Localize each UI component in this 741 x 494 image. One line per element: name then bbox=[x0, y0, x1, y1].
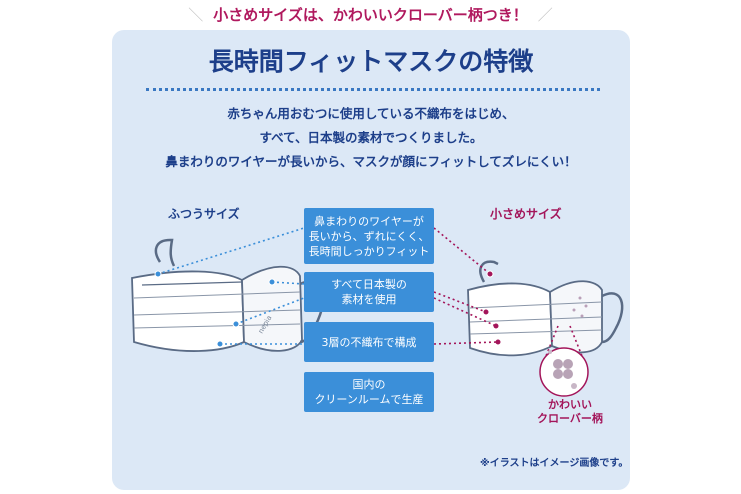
feature-box-three-layers: 3層の不織布で構成 bbox=[304, 322, 434, 362]
clover-pattern-icon bbox=[539, 347, 589, 397]
intro-text: 赤ちゃん用おむつに使用している不織布をはじめ、 すべて、日本製の素材でつくりまし… bbox=[112, 102, 630, 174]
panel-title: 長時間フィットマスクの特徴 bbox=[208, 47, 534, 76]
intro-line: すべて、日本製の素材でつくりました。 bbox=[259, 130, 483, 145]
top-banner: ＼ 小さめサイズは、かわいいクローバー柄つき！ ／ bbox=[0, 0, 741, 30]
small-mask-icon bbox=[467, 260, 624, 357]
banner-text: 小さめサイズは、かわいいクローバー柄つき！ bbox=[213, 6, 528, 24]
intro-line: 赤ちゃん用おむつに使用している不織布をはじめ、 bbox=[227, 106, 515, 121]
features-panel: 長時間フィットマスクの特徴 赤ちゃん用おむつに使用している不織布をはじめ、 すべ… bbox=[112, 30, 630, 490]
feature-box-cleanroom: 国内の クリーンルームで生産 bbox=[304, 372, 434, 412]
label-small-size: 小さめサイズ bbox=[490, 207, 562, 221]
feature-box-japan-made: すべて日本製の 素材を使用 bbox=[304, 272, 434, 312]
regular-mask-icon: nepia bbox=[131, 238, 325, 352]
label-regular-size: ふつうサイズ bbox=[168, 207, 240, 221]
clover-label: かわいい クローバー柄 bbox=[537, 398, 603, 425]
feature-box-nose-wire: 鼻まわりのワイヤーが 長いから、ずれにくく、 長時間しっかりフィット bbox=[304, 208, 434, 264]
illustration-note: ※イラストはイメージ画像です。 bbox=[480, 458, 629, 469]
small-connectors bbox=[433, 227, 583, 357]
intro-line: 鼻まわりのワイヤーが長いから、マスクが顔にフィットしてズレにくい！ bbox=[165, 154, 577, 169]
banner-right-mark: ／ bbox=[537, 6, 553, 24]
mask-illustration: nepia bbox=[131, 227, 624, 397]
banner-left-mark: ＼ bbox=[188, 6, 204, 24]
regular-connectors bbox=[157, 227, 305, 345]
dotted-divider bbox=[146, 88, 600, 91]
